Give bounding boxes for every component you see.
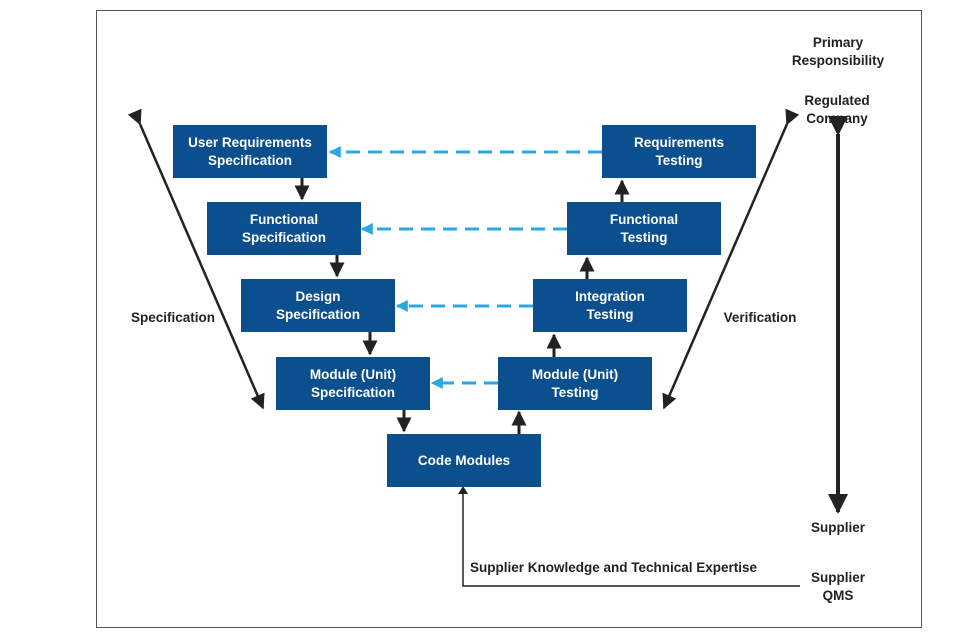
box-code-modules: Code Modules: [387, 434, 541, 487]
label-regulated-company: Regulated Company: [804, 93, 870, 126]
specification-double-arrow: [127, 108, 265, 410]
label-specification: Specification: [130, 310, 216, 325]
label-supplier-knowledge: Supplier Knowledge and Technical Experti…: [470, 560, 758, 575]
box-module-unit-specification: Module (Unit) Specification: [276, 357, 430, 410]
box-integration-testing: Integration Testing: [533, 279, 687, 332]
box-design-specification: Design Specification: [241, 279, 395, 332]
box-module-unit-testing: Module (Unit) Testing: [498, 357, 652, 410]
box-functional-specification: Functional Specification: [207, 202, 361, 255]
label-supplier: Supplier: [810, 520, 865, 535]
supplier-knowledge-connector: [462, 490, 800, 587]
label-supplier-qms: Supplier QMS: [810, 570, 865, 603]
verification-double-arrow: [662, 108, 800, 410]
supplier-knowledge-arrowhead: [458, 486, 468, 494]
box-requirements-testing: Requirements Testing: [602, 125, 756, 178]
box-user-requirements-specification: User Requirements Specification: [173, 125, 327, 178]
label-verification: Verification: [723, 310, 797, 325]
label-primary-responsibility: Primary Responsibility: [791, 35, 885, 68]
box-functional-testing: Functional Testing: [567, 202, 721, 255]
diagram-frame: [96, 10, 922, 628]
